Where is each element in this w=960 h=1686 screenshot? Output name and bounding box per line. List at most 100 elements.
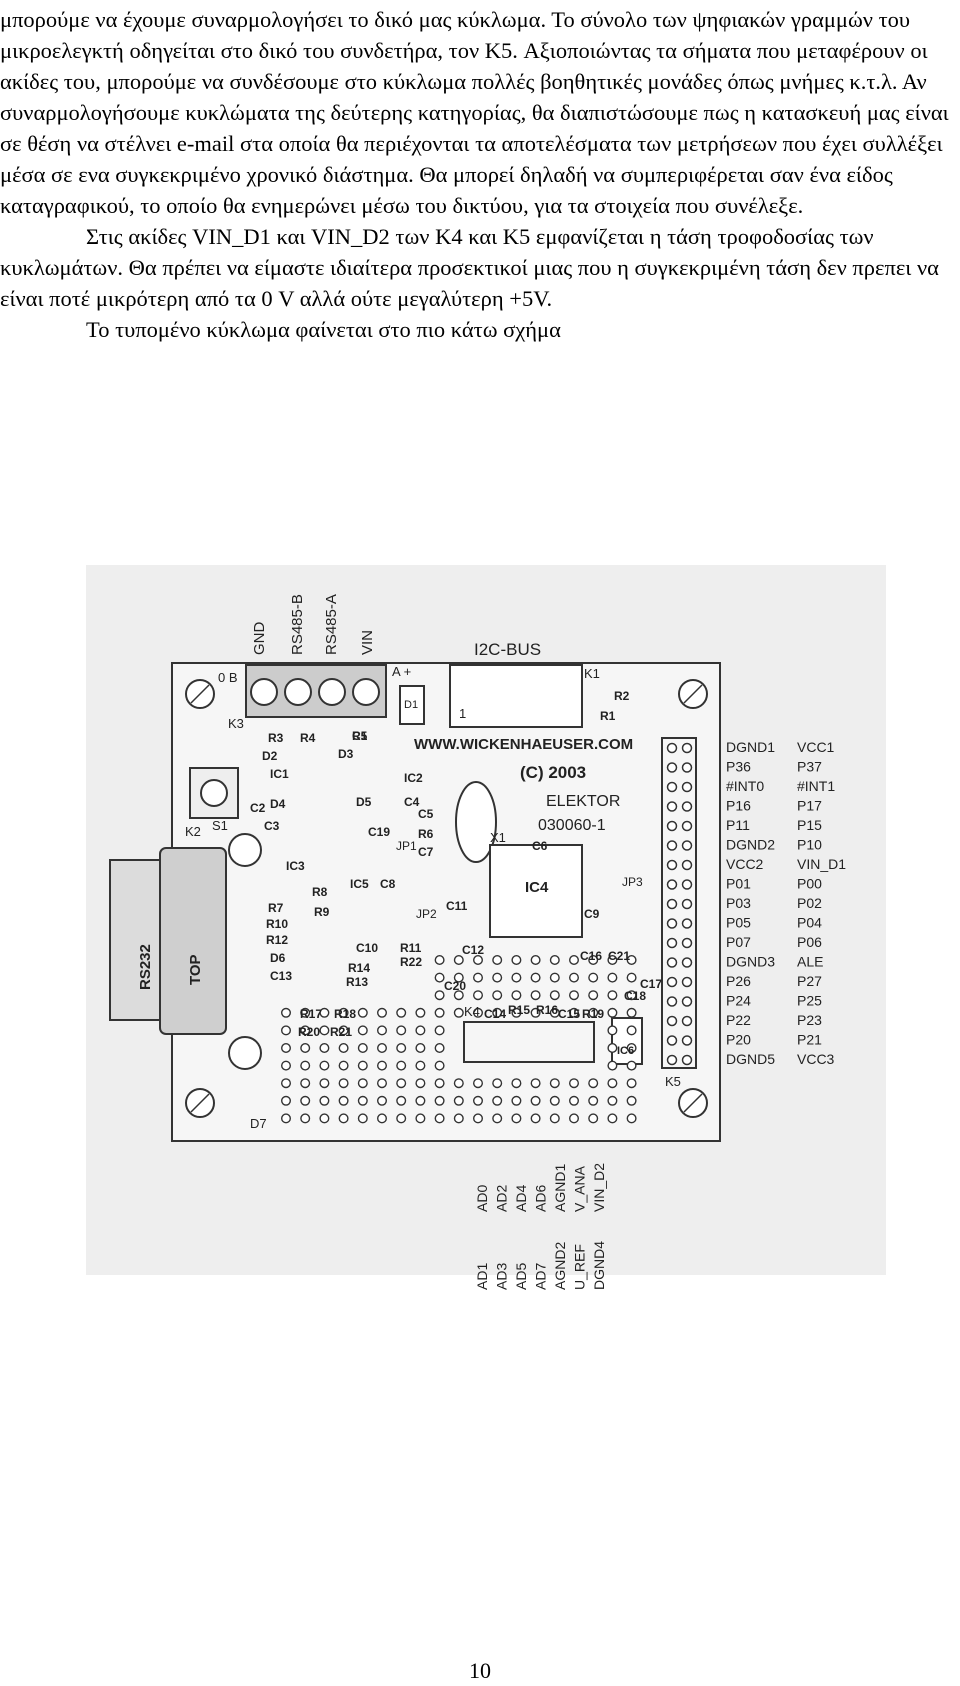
k5-pin — [681, 840, 693, 851]
grid-hole — [607, 1078, 618, 1089]
k5-pin — [666, 879, 678, 890]
grid-hole — [434, 955, 445, 966]
grid-hole — [396, 1060, 407, 1071]
k5-left-labels: DGND1P36#INT0P16P11DGND2VCC2P01P03P05P07… — [726, 739, 775, 1067]
grid-hole — [549, 972, 560, 983]
grid-hole — [357, 1007, 368, 1018]
k5-pin-label: ALE — [797, 954, 823, 970]
k5-pin — [681, 762, 693, 773]
k4-pin-label: AD5 — [513, 1263, 529, 1290]
k1-label: K1 — [584, 666, 600, 681]
rs232-label: RS232 — [137, 944, 154, 990]
component-label: C12 — [462, 943, 484, 957]
top-label: TOP — [187, 954, 204, 985]
k5-pin-label: DGND5 — [726, 1051, 775, 1067]
grid-hole — [626, 955, 637, 966]
grid-hole — [338, 1042, 349, 1053]
k3-label: K3 — [228, 716, 244, 731]
grid-hole — [300, 1025, 311, 1036]
grid-hole — [473, 955, 484, 966]
grid-hole — [530, 1113, 541, 1124]
k3-pin-label: RS485-A — [323, 594, 340, 655]
grid-hole — [319, 1007, 330, 1018]
grid-hole — [492, 972, 503, 983]
component-label: R19 — [582, 1007, 604, 1021]
grid-hole — [569, 1095, 580, 1106]
grid-hole — [281, 1007, 292, 1018]
crystal-x1 — [455, 781, 497, 863]
component-label: IC5 — [350, 877, 369, 891]
grid-hole — [549, 1078, 560, 1089]
grid-hole — [473, 1095, 484, 1106]
k5-pin — [666, 1035, 678, 1046]
grid-hole — [377, 1060, 388, 1071]
grid-hole — [434, 1042, 445, 1053]
grid-hole — [588, 990, 599, 1001]
grid-hole — [377, 1042, 388, 1053]
k5-label: K5 — [665, 1074, 681, 1089]
grid-hole — [473, 990, 484, 1001]
grid-hole — [530, 1007, 541, 1018]
grid-hole — [492, 1113, 503, 1124]
k5-pin — [681, 742, 693, 754]
grid-hole — [434, 972, 445, 983]
k4-pin-label: AGND1 — [552, 1164, 568, 1212]
k4-pin-label: VIN_D2 — [591, 1163, 607, 1212]
component-label: R21 — [330, 1025, 352, 1039]
grid-hole — [569, 1078, 580, 1089]
k4-pin-label: AD7 — [533, 1263, 549, 1290]
grid-hole — [319, 1025, 330, 1036]
component-label: R22 — [400, 955, 422, 969]
grid-hole — [396, 1042, 407, 1053]
k5-pin — [681, 976, 693, 988]
k2-label: K2 — [185, 824, 201, 839]
k5-pin — [681, 1035, 693, 1046]
grid-hole — [588, 1007, 599, 1018]
grid-hole — [511, 1078, 522, 1089]
k5-pin — [681, 801, 693, 812]
k5-pin-label: P01 — [726, 876, 751, 892]
grid-hole — [434, 1078, 445, 1089]
k5-pin-label: P07 — [726, 934, 751, 950]
grid-hole — [607, 955, 618, 966]
ic6-label: IC6 — [617, 1045, 634, 1057]
component-label: C13 — [270, 969, 292, 983]
grid-hole — [319, 1060, 330, 1071]
grid-hole — [357, 1113, 368, 1124]
paragraph-1: μπορούμε να έχουμε συναρμολογήσει το δικ… — [0, 7, 949, 218]
k5-pin-label: P05 — [726, 915, 751, 931]
k5-pin — [666, 762, 678, 773]
grid-hole — [511, 1095, 522, 1106]
k5-pin-label: P24 — [726, 993, 751, 1009]
grid-hole — [549, 1113, 560, 1124]
grid-hole — [549, 1095, 560, 1106]
grid-hole — [338, 1095, 349, 1106]
component-label: R11 — [400, 941, 422, 955]
grid-hole — [569, 1007, 580, 1018]
k5-pin — [681, 1015, 693, 1027]
component-label: D4 — [270, 797, 286, 811]
k5-pin-label: P17 — [797, 798, 822, 814]
component-label: R4 — [300, 731, 316, 745]
k5-pin-label: P23 — [797, 1012, 822, 1028]
k5-pin — [666, 898, 678, 910]
component-label: C1 — [352, 729, 368, 743]
grid-hole — [607, 990, 618, 1001]
grid-hole — [357, 1025, 368, 1036]
grid-hole — [626, 1095, 637, 1106]
grid-hole — [300, 1078, 311, 1089]
grid-hole — [607, 1007, 618, 1018]
grid-hole — [434, 1113, 445, 1124]
grid-hole — [434, 990, 445, 1001]
k5-pin — [681, 879, 693, 890]
component-label: R15 — [508, 1003, 530, 1017]
grid-hole — [434, 1095, 445, 1106]
i2c-bus-label: I2C-BUS — [474, 640, 541, 659]
grid-hole — [549, 990, 560, 1001]
grid-hole — [415, 1042, 426, 1053]
k5-pin — [666, 937, 678, 949]
grid-hole — [377, 1095, 388, 1106]
k5-pin — [681, 996, 693, 1007]
grid-hole — [626, 1042, 637, 1053]
